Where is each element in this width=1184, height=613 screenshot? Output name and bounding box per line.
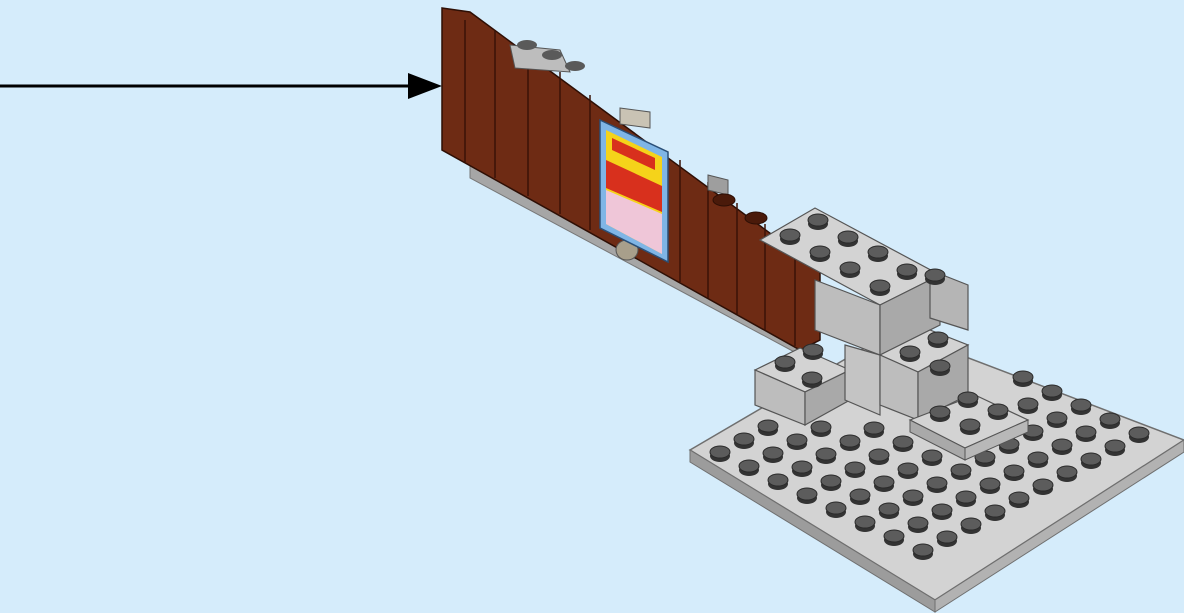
stud bbox=[897, 264, 917, 280]
stud bbox=[803, 344, 823, 360]
stud bbox=[951, 464, 971, 480]
stud bbox=[960, 419, 980, 435]
stud bbox=[922, 450, 942, 466]
stud bbox=[1018, 398, 1038, 414]
stud bbox=[808, 214, 828, 230]
stud bbox=[821, 475, 841, 491]
stud bbox=[937, 531, 957, 547]
stud bbox=[874, 476, 894, 492]
stud bbox=[930, 360, 950, 376]
stud bbox=[710, 446, 730, 462]
stud bbox=[780, 229, 800, 245]
stud bbox=[985, 505, 1005, 521]
stud bbox=[1004, 465, 1024, 481]
stud bbox=[868, 246, 888, 262]
stud bbox=[908, 517, 928, 533]
stud bbox=[893, 436, 913, 452]
stud bbox=[980, 478, 1000, 494]
stud bbox=[775, 356, 795, 372]
stud bbox=[1057, 466, 1077, 482]
stud bbox=[1047, 412, 1067, 428]
stud bbox=[840, 262, 860, 278]
stud bbox=[869, 449, 889, 465]
stud bbox=[768, 474, 788, 490]
stud bbox=[898, 463, 918, 479]
stud bbox=[787, 434, 807, 450]
stud bbox=[797, 488, 817, 504]
stud bbox=[884, 530, 904, 546]
stud bbox=[956, 491, 976, 507]
stud bbox=[810, 246, 830, 262]
stud bbox=[845, 462, 865, 478]
stud bbox=[958, 392, 978, 408]
stud bbox=[870, 280, 890, 296]
stud bbox=[1052, 439, 1072, 455]
stud bbox=[758, 420, 778, 436]
stud bbox=[1013, 371, 1033, 387]
stud bbox=[900, 346, 920, 362]
stud bbox=[925, 269, 945, 285]
stud bbox=[1105, 440, 1125, 456]
stud bbox=[840, 435, 860, 451]
stud bbox=[903, 490, 923, 506]
stud bbox=[1033, 479, 1053, 495]
stud bbox=[763, 447, 783, 463]
stud bbox=[1081, 453, 1101, 469]
stud bbox=[802, 372, 822, 388]
stud bbox=[988, 404, 1008, 420]
stud bbox=[961, 518, 981, 534]
stud bbox=[932, 504, 952, 520]
stud bbox=[1071, 399, 1091, 415]
stud bbox=[826, 502, 846, 518]
stud bbox=[1009, 492, 1029, 508]
stud bbox=[1042, 385, 1062, 401]
stud bbox=[913, 544, 933, 560]
stud bbox=[816, 448, 836, 464]
stud bbox=[864, 422, 884, 438]
stud bbox=[930, 406, 950, 422]
stud bbox=[927, 477, 947, 493]
stud bbox=[1076, 426, 1096, 442]
stud bbox=[1028, 452, 1048, 468]
stud bbox=[1100, 413, 1120, 429]
stud bbox=[734, 433, 754, 449]
stud bbox=[792, 461, 812, 477]
arrow-right-icon bbox=[0, 73, 442, 99]
stud bbox=[811, 421, 831, 437]
stud bbox=[928, 332, 948, 348]
stud bbox=[1129, 427, 1149, 443]
stud bbox=[879, 503, 899, 519]
stud bbox=[855, 516, 875, 532]
stud bbox=[838, 231, 858, 247]
stud bbox=[739, 460, 759, 476]
stud bbox=[850, 489, 870, 505]
